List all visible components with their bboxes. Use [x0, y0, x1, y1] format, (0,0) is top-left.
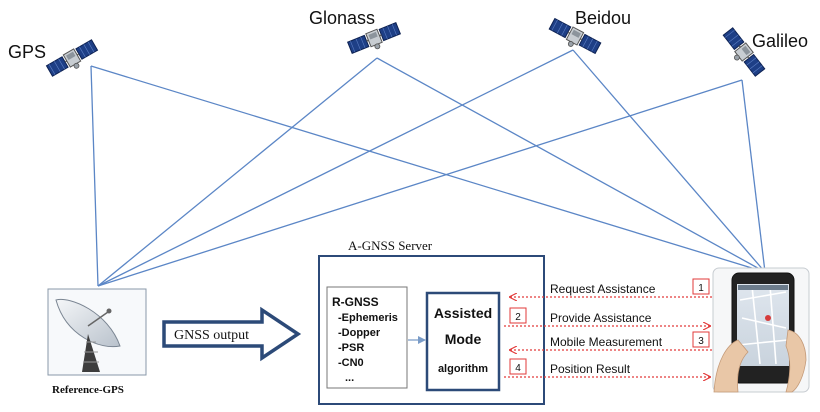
- step-number-box: [692, 278, 710, 295]
- step-number-box: [509, 307, 527, 324]
- step-number-box: [692, 331, 710, 348]
- algorithm-line2: Mode: [445, 331, 482, 347]
- message-steps: Request Assistance 1 Provide Assistance …: [504, 278, 712, 377]
- step-label: Mobile Measurement: [550, 335, 663, 349]
- step-provide-assistance: Provide Assistance 2: [504, 307, 710, 326]
- step-request-assistance: Request Assistance 1: [510, 278, 712, 297]
- data-item-ellipsis: ...: [345, 372, 354, 384]
- assisted-mode-algorithm: Assisted Mode algorithm: [425, 291, 501, 392]
- glonass-label: Glonass: [309, 8, 375, 28]
- step-number: 2: [515, 312, 521, 323]
- r-gnss-data-list: R-GNSS -Ephemeris -Dopper -PSR -CN0 ...: [326, 286, 408, 389]
- server-title: A-GNSS Server: [348, 238, 433, 253]
- step-number: 4: [515, 363, 521, 374]
- step-label: Position Result: [550, 362, 631, 376]
- data-item-psr: -PSR: [338, 342, 364, 354]
- smartphone-icon: [712, 267, 810, 393]
- galileo-label: Galileo: [752, 31, 808, 51]
- gnss-output-label: GNSS output: [174, 328, 249, 343]
- gnss-output-arrow: GNSS output: [162, 306, 302, 362]
- beidou-label: Beidou: [575, 8, 631, 28]
- galileo-satellite: Galileo: [718, 26, 808, 81]
- algorithm-line3: algorithm: [438, 363, 488, 375]
- beidou-satellite: Beidou: [545, 8, 631, 60]
- data-item-cn0: -CN0: [338, 357, 364, 369]
- reference-station: Reference-GPS: [47, 288, 147, 396]
- algorithm-line1: Assisted: [434, 305, 492, 321]
- gps-label: GPS: [8, 42, 46, 62]
- satellite-icon: [45, 38, 102, 82]
- step-number: 3: [698, 336, 704, 347]
- mobile-device: [712, 267, 810, 393]
- signal-lines: [90, 49, 766, 287]
- data-item-ephemeris: -Ephemeris: [338, 312, 398, 324]
- r-gnss-heading: R-GNSS: [332, 295, 379, 309]
- step-mobile-measurement: Mobile Measurement 3: [510, 331, 712, 350]
- data-item-dopper: -Dopper: [338, 327, 381, 339]
- reference-gps-label: Reference-GPS: [52, 384, 124, 396]
- step-number: 1: [698, 283, 704, 294]
- dish-antenna-icon: [55, 298, 121, 372]
- gps-satellite: GPS: [8, 38, 102, 82]
- a-gnss-server: A-GNSS Server R-GNSS -Ephemeris -Dopper …: [318, 238, 545, 405]
- step-number-box: [509, 358, 527, 375]
- step-label: Provide Assistance: [550, 311, 652, 325]
- step-position-result: Position Result 4: [504, 358, 710, 377]
- step-label: Request Assistance: [550, 282, 656, 296]
- glonass-satellite: Glonass: [309, 8, 404, 60]
